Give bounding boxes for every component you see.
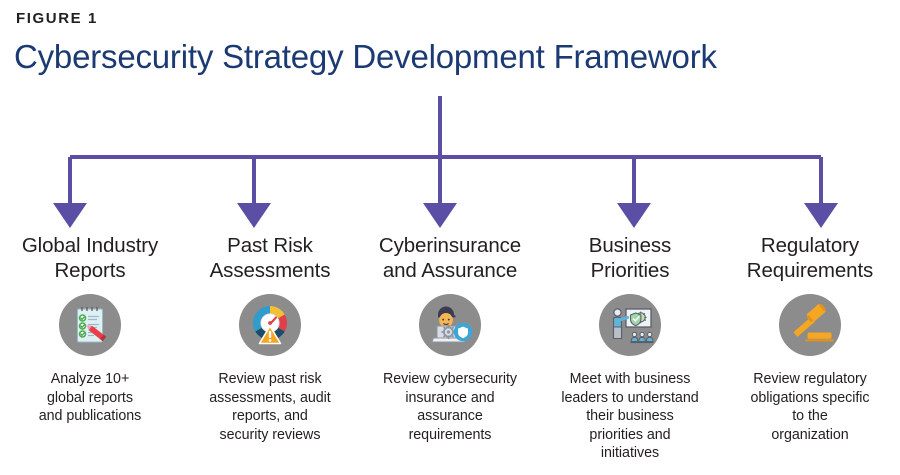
branch-arrow-4 xyxy=(617,157,651,228)
branch-arrow-1 xyxy=(53,157,87,228)
gavel-icon xyxy=(779,294,841,356)
checklist-notepad-pencil-icon xyxy=(59,294,121,356)
branch-arrow-3 xyxy=(423,157,457,228)
branch-arrow-5 xyxy=(804,157,838,228)
presenter-whiteboard-audience-icon xyxy=(599,294,661,356)
analyst-laptop-shield-icon xyxy=(419,294,481,356)
branch-arrow-2 xyxy=(237,157,271,228)
risk-gauge-warning-icon xyxy=(239,294,301,356)
connector-diagram xyxy=(53,96,838,228)
figure-eyebrow-label: FIGURE 1 xyxy=(16,10,98,27)
page-title: Cybersecurity Strategy Development Frame… xyxy=(14,38,717,75)
